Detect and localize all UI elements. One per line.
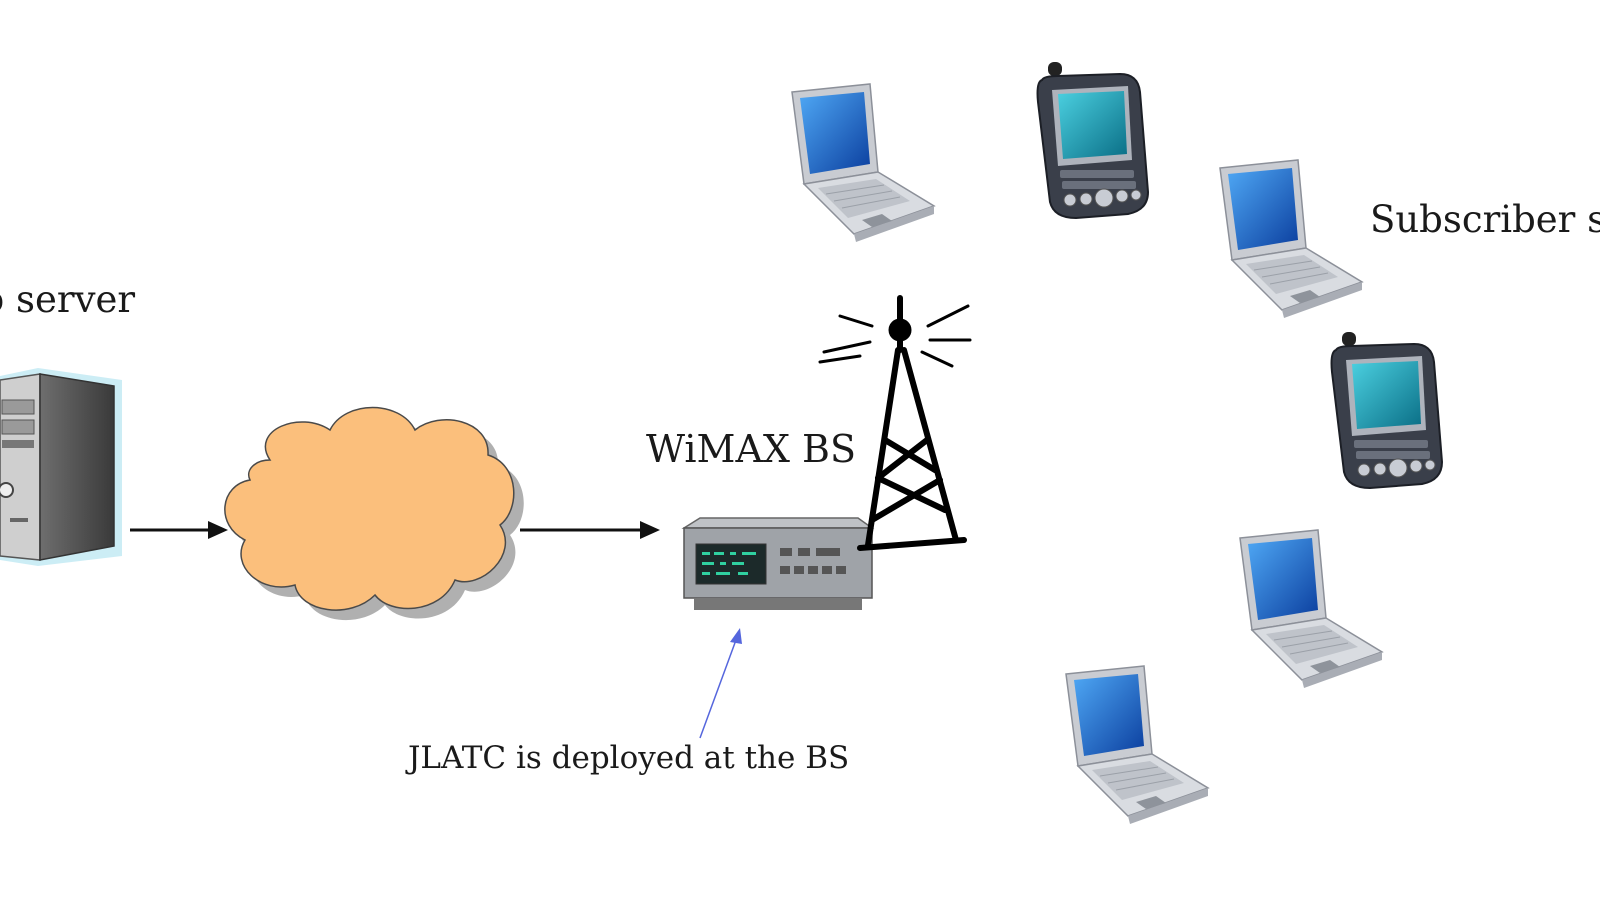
laptop-icon: [1065, 665, 1209, 825]
pda-icon: [1330, 331, 1443, 489]
server-icon: [0, 368, 122, 566]
pda-icon: [1036, 61, 1149, 219]
base-station-label: WiMAX BS: [646, 427, 856, 471]
subscriber-stations-label: Subscriber st: [1370, 198, 1600, 241]
arrow-server-to-cloud: [130, 521, 228, 539]
laptop-icon: [1239, 529, 1383, 689]
arrow-cloud-to-bs: [520, 521, 660, 539]
laptop-icon: [791, 83, 935, 243]
jlatc-note-arrow: [699, 628, 742, 739]
cloud-icon: [224, 406, 524, 621]
jlatc-note-label: JLATC is deployed at the BS: [408, 740, 850, 776]
radio-tower-icon: [857, 295, 967, 551]
server-label: o server: [0, 278, 136, 321]
antenna-signal-icon: [818, 304, 972, 368]
laptop-icon: [1219, 159, 1363, 319]
wimax-base-station-icon: [681, 517, 875, 610]
